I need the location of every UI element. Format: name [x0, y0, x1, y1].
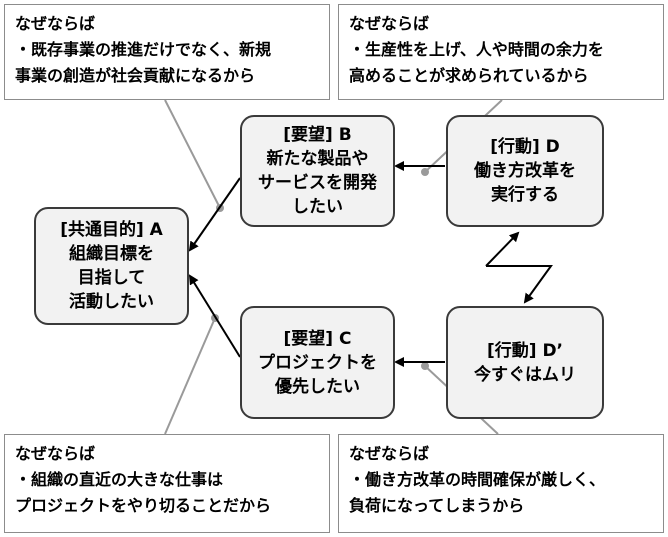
arrow-c-to-a [188, 274, 241, 358]
connector-dot-bottom-right [421, 362, 429, 370]
connector-top-left [164, 99, 221, 209]
reason-top-right-line-2: 高めることが求められているから [349, 66, 589, 85]
goal-a-line-1: [共通目的] A [60, 220, 163, 240]
reason-top-right: なぜならば ・生産性を上げ、人や時間の余力を 高めることが求められているから [338, 4, 664, 100]
reason-top-left-line-1: ・既存事業の推進だけでなく、新規 [15, 40, 272, 59]
reason-top-left: なぜならば ・既存事業の推進だけでなく、新規 事業の創造が社会貢献になるから [4, 4, 330, 100]
want-b-line-1: [要望] B [283, 125, 352, 145]
want-c-line-1: [要望] C [283, 328, 352, 349]
conflict-zigzag-start [485, 231, 520, 267]
action-d2-line-1: [行動] D’ [486, 340, 564, 361]
action-d-box: [行動] D 働き方改革を 実行する [446, 115, 604, 227]
want-c-line-2: プロジェクトを [258, 352, 377, 373]
want-c-box: [要望] C プロジェクトを 優先したい [240, 306, 395, 419]
action-d-line-2: 働き方改革を [474, 161, 576, 181]
reason-bottom-left-line-1: ・組織の直近の大きな仕事は [15, 470, 224, 489]
reason-bottom-right-line-1: ・働き方改革の時間確保が厳しく、 [349, 470, 606, 489]
reason-top-left-heading: なぜならば [15, 14, 96, 33]
reason-top-right-line-1: ・生産性を上げ、人や時間の余力を [349, 40, 604, 59]
want-b-line-4: したい [292, 197, 343, 217]
arrow-b-to-a [188, 177, 241, 252]
want-c-line-3: 優先したい [275, 376, 360, 397]
goal-a-line-3: 目指して [77, 268, 146, 288]
action-d2-box: [行動] D’ 今すぐはムリ [446, 306, 604, 419]
conflict-zigzag [486, 265, 553, 304]
reason-bottom-left-line-2: プロジェクトをやり切ることだから [15, 496, 272, 515]
connector-dot-top-right [421, 168, 429, 176]
reason-bottom-right: なぜならば ・働き方改革の時間確保が厳しく、 負荷になってしまうから [338, 434, 664, 533]
reason-top-right-heading: なぜならば [349, 14, 430, 33]
connector-bottom-left [164, 317, 216, 435]
reason-bottom-right-line-2: 負荷になってしまうから [349, 496, 525, 515]
action-d-line-3: 実行する [491, 185, 559, 205]
want-b-line-2: 新たな製品や [266, 149, 369, 169]
want-b-box: [要望] B 新たな製品や サービスを開発 したい [240, 115, 395, 227]
goal-a-line-4: 活動したい [69, 292, 154, 312]
goal-a-line-2: 組織目標を [69, 244, 154, 264]
action-d2-line-2: 今すぐはムリ [474, 364, 576, 385]
reason-bottom-left-heading: なぜならば [15, 444, 96, 463]
reason-bottom-left: なぜならば ・組織の直近の大きな仕事は プロジェクトをやり切ることだから [4, 434, 330, 533]
action-d-line-1: [行動] D [490, 137, 560, 157]
reason-bottom-right-heading: なぜならば [349, 444, 430, 463]
goal-a-box: [共通目的] A 組織目標を 目指して 活動したい [34, 207, 189, 325]
want-b-line-3: サービスを開発 [258, 173, 377, 193]
reason-top-left-line-2: 事業の創造が社会貢献になるから [15, 66, 256, 85]
